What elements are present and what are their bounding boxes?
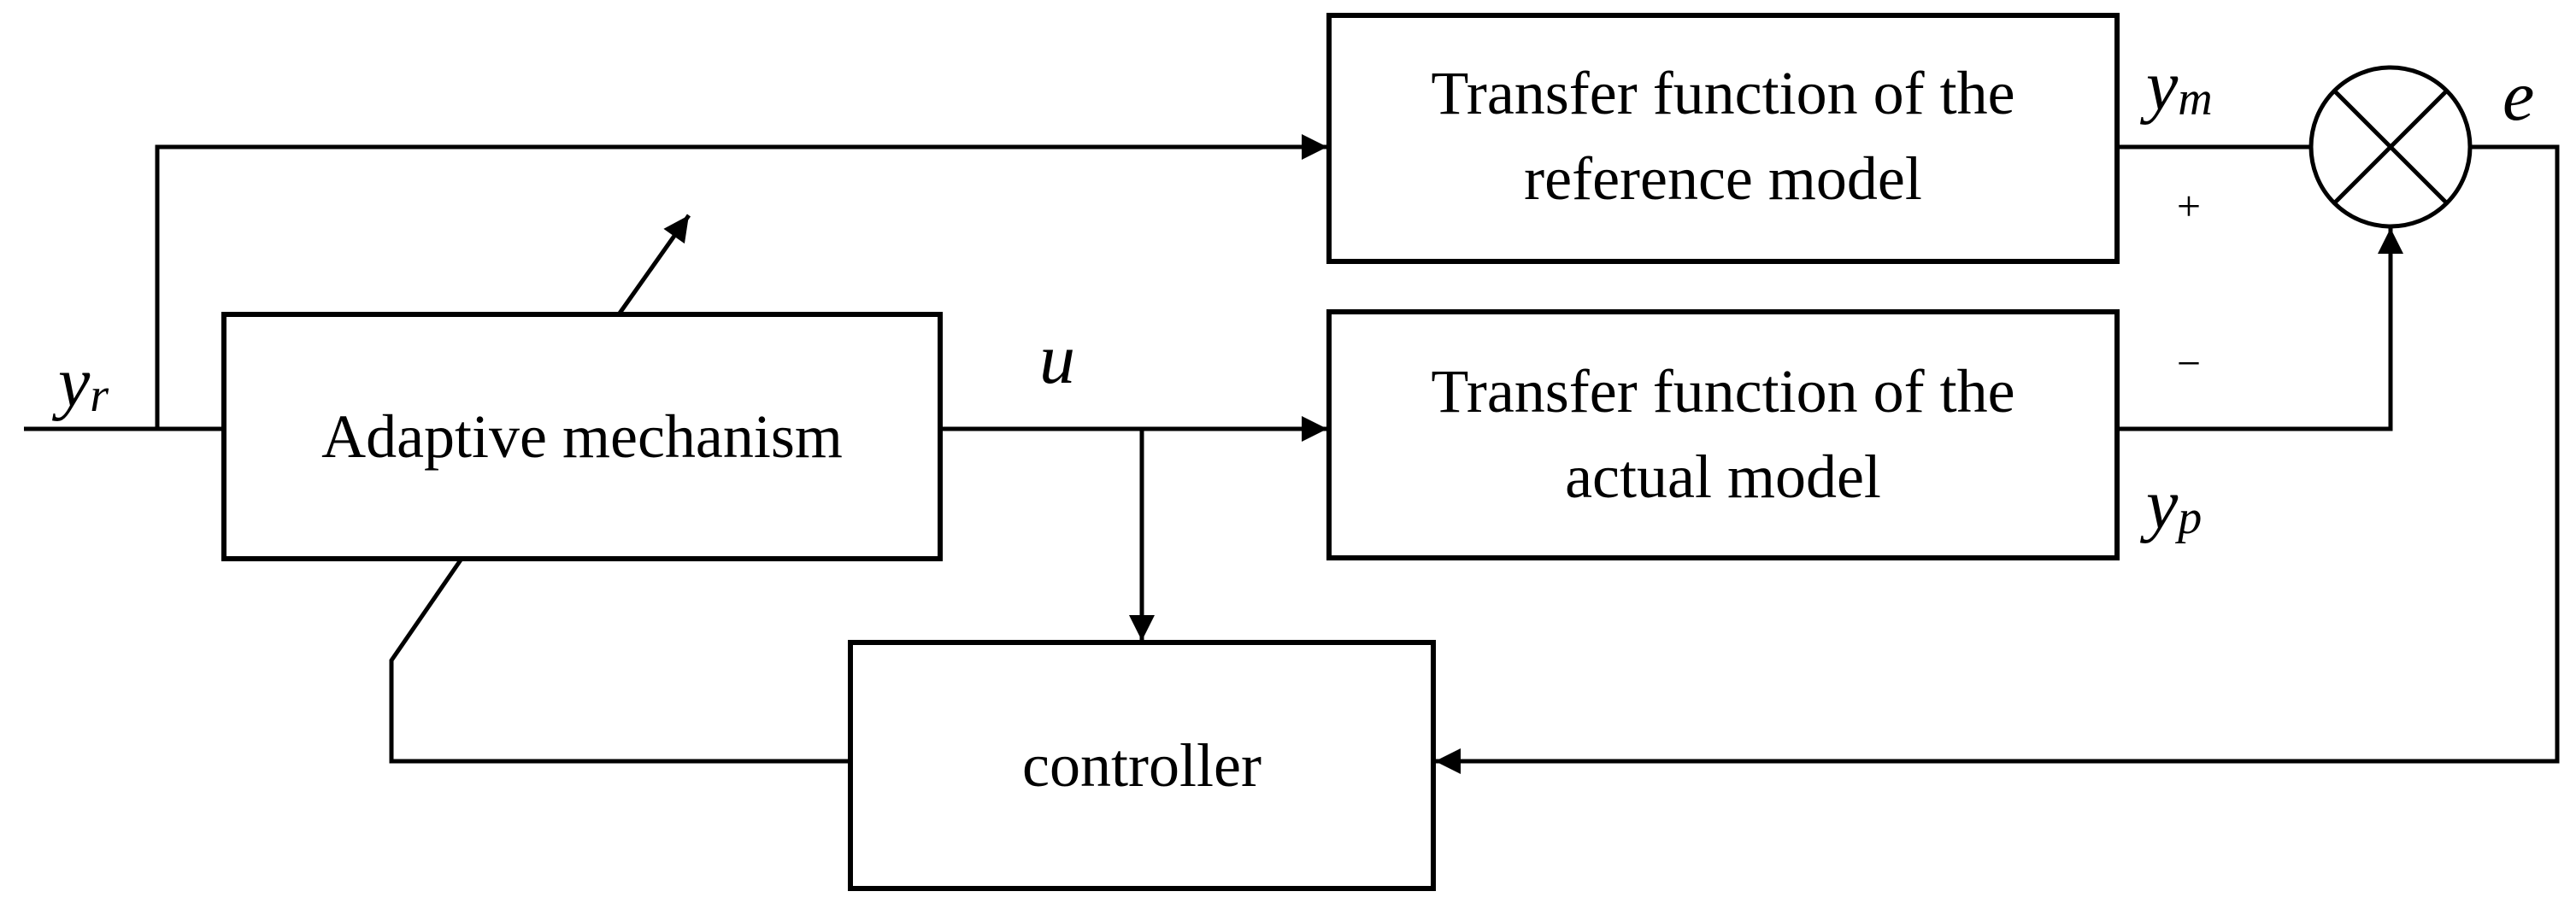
- adaptive-mechanism-block: Adaptive mechanism: [221, 312, 943, 561]
- adaptation-arrow: [616, 214, 691, 316]
- signal-u-label: u: [1039, 320, 1075, 399]
- minus-sign: −: [2177, 339, 2201, 387]
- controller-block: controller: [848, 640, 1436, 891]
- signal-yp-label: yp: [2139, 465, 2202, 544]
- reference-model-label-line1: Transfer function of the: [1431, 59, 2014, 127]
- error-feedback-arrow: [1435, 144, 2560, 774]
- plus-sign: +: [2177, 182, 2201, 230]
- actual-model-label-line1: Transfer function of the: [1431, 357, 2014, 425]
- controller-label: controller: [1022, 731, 1262, 800]
- adaptive-mechanism-label: Adaptive mechanism: [321, 402, 843, 471]
- signal-e-label: e: [2502, 56, 2534, 136]
- signal-yr-label: yr: [51, 343, 109, 422]
- reference-model-block: Transfer function of the reference model: [1326, 13, 2120, 264]
- actual-model-block: Transfer function of the actual model: [1326, 309, 2120, 560]
- signal-ym-label: ym: [2139, 46, 2213, 126]
- yp-to-sum-arrow: [2117, 228, 2403, 431]
- controller-to-adaptive-feedback-line: [389, 557, 850, 764]
- summing-junction: [2308, 65, 2473, 229]
- actual-model-label-line2: actual model: [1565, 443, 1881, 511]
- yr-to-reference-model-arrow: [155, 134, 1327, 429]
- reference-model-label-line2: reference model: [1524, 144, 1922, 213]
